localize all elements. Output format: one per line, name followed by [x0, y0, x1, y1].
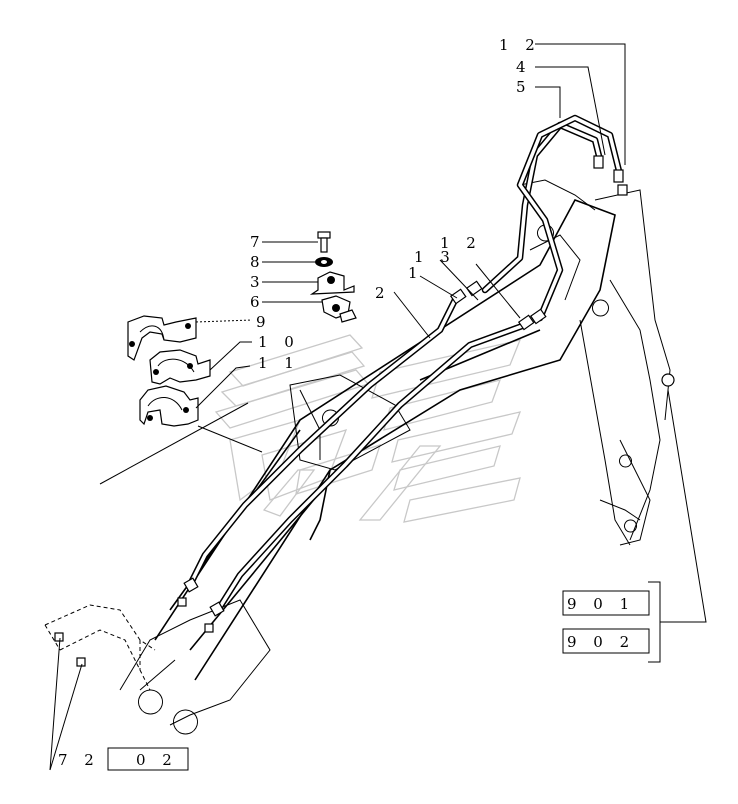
callout-5: 5	[516, 78, 532, 96]
leader-lines	[49, 43, 707, 771]
hydraulic-hoses	[186, 114, 624, 614]
callout-13: 1 3	[414, 248, 456, 266]
callout-9: 9	[256, 313, 272, 331]
clamp-part-9	[127, 315, 197, 361]
callout-8: 8	[250, 253, 266, 271]
ref-721-box-label: 0 2	[136, 751, 178, 769]
callout-11: 1 1	[258, 354, 300, 372]
ref-721-prefix: 7 2 1	[58, 751, 126, 769]
exploded-small-parts	[309, 231, 357, 323]
callout-6: 6	[250, 293, 266, 311]
callout-7: 7	[250, 233, 266, 251]
ref-box-721-02[interactable]: 7 2 1 0 2	[58, 747, 189, 771]
clamp-bracket-part	[309, 271, 355, 295]
callout-labels: 1 2 4 5 7 8 3 6 1 3 1 2 1 2 9 1 0 1 1	[250, 36, 541, 372]
ref-box-901[interactable]: 9 0 1	[562, 590, 650, 616]
callout-12-mid: 1 2	[440, 234, 482, 252]
ref-box-902[interactable]: 9 0 2	[562, 628, 650, 654]
ref-901-label: 9 0 1	[567, 595, 635, 613]
callout-1: 1	[408, 264, 424, 282]
clamp-part-11	[139, 385, 199, 427]
clamp-part-10	[149, 349, 211, 385]
callout-10: 1 0	[258, 333, 300, 351]
hose-fittings	[54, 155, 675, 667]
clamp-parts-9-10-11	[127, 315, 211, 427]
linkage-dashed	[44, 604, 156, 691]
bolt-part	[317, 231, 331, 253]
washer-part	[315, 257, 333, 267]
callout-3: 3	[250, 273, 266, 291]
clamp-half-part	[321, 295, 357, 323]
callout-12-top: 1 2	[499, 36, 541, 54]
callout-4: 4	[516, 58, 532, 76]
ref-902-label: 9 0 2	[567, 633, 635, 651]
callout-2: 2	[375, 284, 391, 302]
